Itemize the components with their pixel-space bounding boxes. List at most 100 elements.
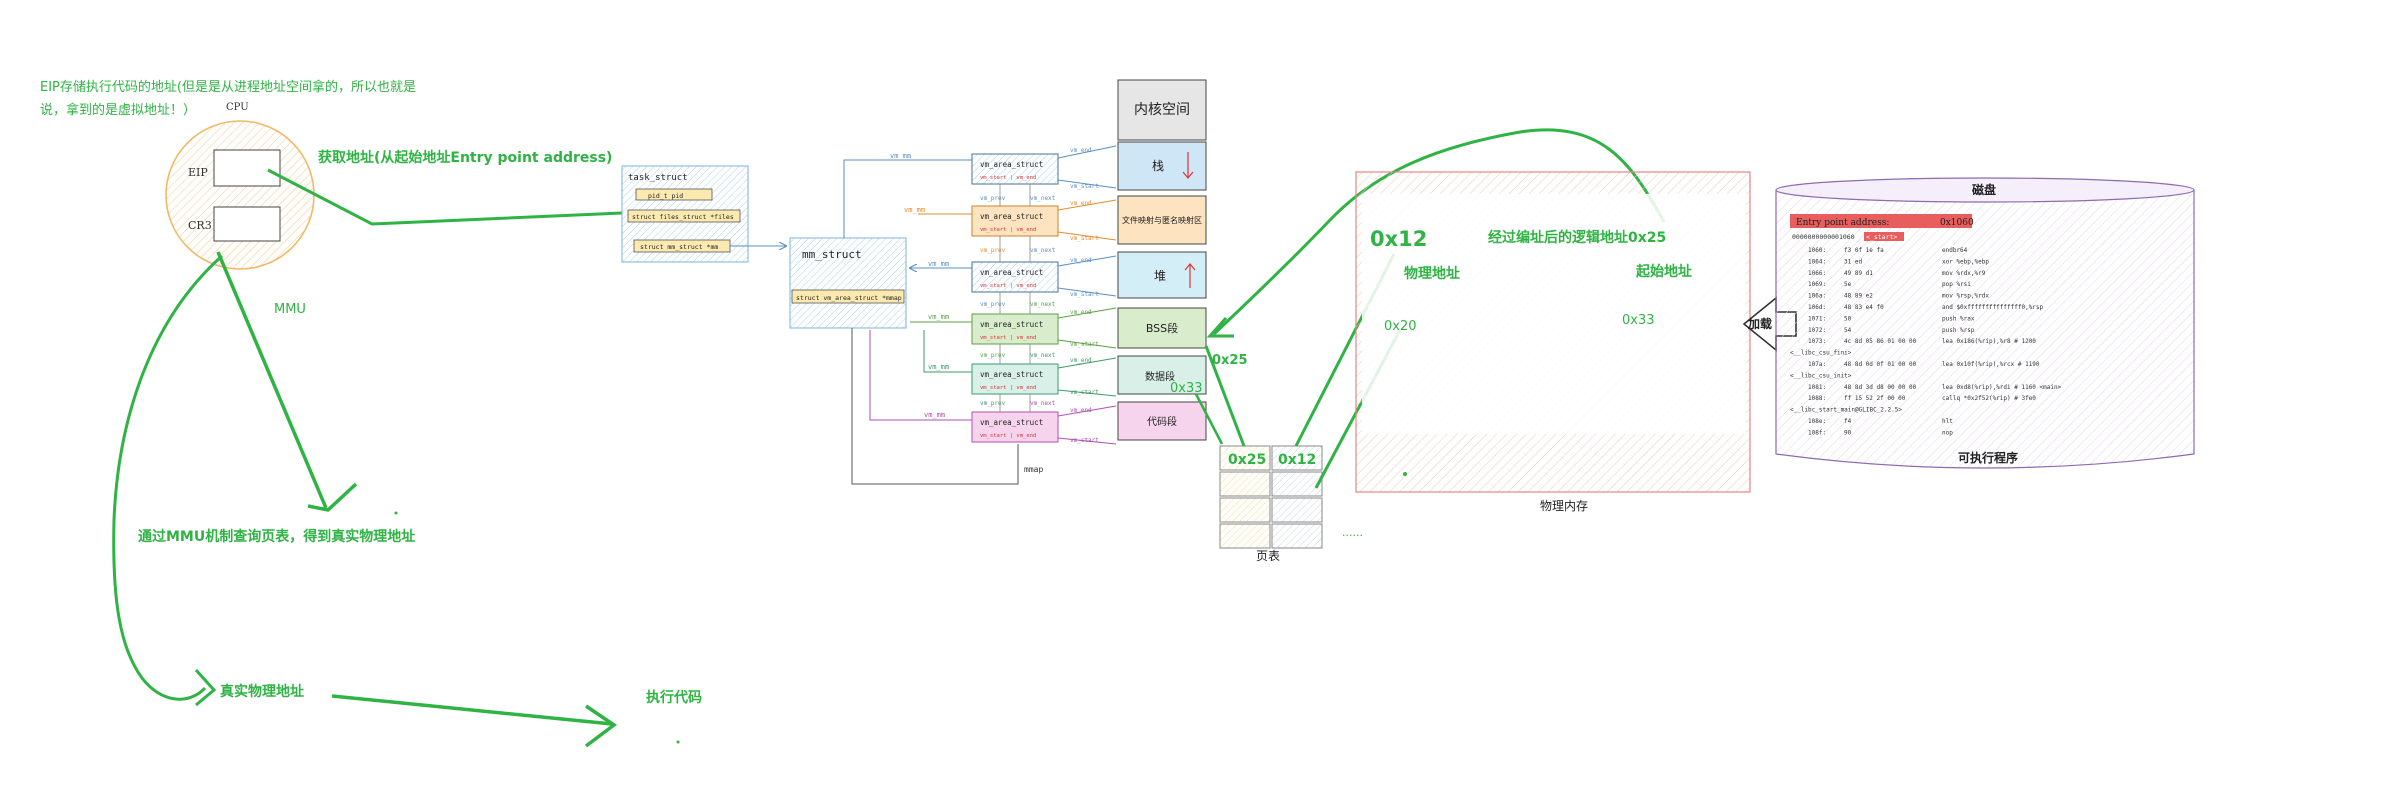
asm-bytes: 90 <box>1844 429 1852 436</box>
asm-bytes: 49 89 d1 <box>1844 270 1873 277</box>
seg-link-5 <box>1057 357 1117 397</box>
vm-end-label-2: vm_end <box>1070 200 1092 207</box>
segment-stack-label: 栈 <box>1152 158 1164 173</box>
asm-address: 1088: <box>1808 395 1826 402</box>
vm-prev-label-1: vm_prev <box>980 195 1006 202</box>
segment-mmap-label: 文件映射与匿名映射区 <box>1122 215 1202 225</box>
cr3-register <box>213 206 281 242</box>
vm-prev-label-2: vm_prev <box>980 247 1006 254</box>
vm-mm-label-6: vm_mm <box>924 411 945 419</box>
curve-arrow-head <box>194 668 217 707</box>
vm-area-sub: vm_start | vm_end <box>980 283 1036 289</box>
phys-0x12-label: 0x12 <box>1370 227 1427 251</box>
disk-title: 磁盘 <box>1971 182 1996 197</box>
segment-kernel-label: 内核空间 <box>1134 102 1190 118</box>
vm-end-label-6: vm_end <box>1070 407 1092 414</box>
asm-bytes: 48 83 e4 f0 <box>1844 304 1884 311</box>
vm-prev-label-3: vm_prev <box>980 301 1006 308</box>
dot-marker <box>394 511 398 515</box>
logic-address-label: 经过编址后的逻辑地址0x25 <box>1488 229 1666 246</box>
vm-start-label-3: vm_start <box>1070 291 1099 298</box>
vm-end-label-4: vm_end <box>1070 309 1092 316</box>
mm-row-mmap-text: struct vm_area_struct *mmap <box>796 294 902 302</box>
get-address-label: 获取地址(从起始地址Entry point address) <box>318 149 612 166</box>
vm-area-title: vm_area_struct <box>980 160 1043 169</box>
heap-up-arrow <box>1184 263 1196 288</box>
data-to-page-line <box>1194 393 1224 445</box>
task-row-files <box>627 209 741 223</box>
seg-link-4 <box>1057 307 1117 349</box>
seg-link-1 <box>1057 145 1117 189</box>
asm-address: 1064: <box>1808 258 1826 265</box>
page-table <box>1219 445 1323 549</box>
segment-heap-label: 堆 <box>1154 269 1166 283</box>
vm-area-title: vm_area_struct <box>980 268 1043 277</box>
asm-instruction: nop <box>1942 429 1953 436</box>
asm-address: 106d: <box>1808 304 1826 311</box>
asm-address: 107a: <box>1808 361 1826 368</box>
asm-main-tag: <_start> <box>1866 233 1897 241</box>
eip-to-taskstruct-line <box>267 168 623 226</box>
task-row-pid-text: pid_t pid <box>648 192 683 200</box>
segment-bss <box>1117 307 1207 349</box>
asm-bytes: 48 89 e2 <box>1844 293 1873 300</box>
vm-end-label-1: vm_end <box>1070 147 1092 154</box>
vm-next-label-5: vm_next <box>1030 400 1056 407</box>
address-0x33-label: 0x33 <box>1170 381 1203 396</box>
phys-to-bss-arrow <box>1212 128 1666 336</box>
cr3-register-label: CR3 <box>188 219 212 232</box>
segment-heap <box>1117 251 1207 299</box>
mmu-lookup-label: 通过MMU机制查询页表，得到真实物理地址 <box>138 528 415 545</box>
asm-instruction: lea 0x10f(%rip),%rcx # 1190 <box>1942 361 2040 368</box>
asm-address: 108f: <box>1808 429 1826 436</box>
asm-main-tag-bg <box>1864 232 1904 241</box>
vm-area-4: vm_area_struct vm_start | vm_end <box>971 313 1059 345</box>
mm-row-mmap <box>791 289 905 304</box>
load-label: 加载 <box>1747 316 1772 331</box>
entry-point-bar <box>1790 214 1972 228</box>
asm-address: 1060: <box>1808 247 1826 254</box>
mmu-arrow-head <box>307 482 358 512</box>
asm-bytes: f4 <box>1844 418 1852 425</box>
dot-marker-2 <box>676 740 680 744</box>
vm-mm-label-4: vm_mm <box>928 313 949 321</box>
task-row-mm-text: struct mm_struct *mm <box>640 243 718 251</box>
vm-end-label-3: vm_end <box>1070 257 1092 264</box>
asm-instruction: mov %rsp,%rdx <box>1942 293 1989 300</box>
segment-data-label: 数据段 <box>1145 370 1175 383</box>
task-row-pid <box>635 188 713 201</box>
vm-next-label-3: vm_next <box>1030 301 1056 308</box>
asm-instruction: and $0xfffffffffffffff0,%rsp <box>1942 304 2044 311</box>
vm-next-label-2: vm_next <box>1030 247 1056 254</box>
asm-bytes: 50 <box>1844 315 1852 322</box>
asm-address: 1069: <box>1808 281 1826 288</box>
execute-arrow-head <box>584 704 618 748</box>
asm-address: 1072: <box>1808 327 1826 334</box>
mmap-label: mmap <box>1024 465 1043 474</box>
vm-area-5: vm_area_struct vm_start | vm_end <box>971 363 1059 395</box>
asm-address: 1073: <box>1808 338 1826 345</box>
page-table-label: 页表 <box>1256 549 1280 563</box>
vm-area-title: vm_area_struct <box>980 370 1043 379</box>
eip-note-line2: 说，拿到的是虚拟地址！） <box>40 102 196 118</box>
asm-address: 106a: <box>1808 293 1826 300</box>
seg-link-6 <box>1057 405 1117 445</box>
entry-point-value: 0x1060 <box>1940 218 1974 228</box>
vm-mm-label-1: vm_mm <box>890 152 911 160</box>
vm-mm-label-5: vm_mm <box>928 363 949 371</box>
asm-instruction: mov %rdx,%r9 <box>1942 270 1986 277</box>
vm-arrow-6 <box>869 330 972 421</box>
vm-area-sub: vm_start | vm_end <box>980 175 1036 181</box>
vm-next-label-1: vm_next <box>1030 195 1056 202</box>
asm-instruction: lea 0xd8(%rip),%rdi # 1160 <main> <box>1942 384 2062 391</box>
disk-top <box>1775 177 2195 203</box>
phys-address-label: 物理地址 <box>1404 265 1460 282</box>
disk-caption: 可执行程序 <box>1958 450 2018 465</box>
segment-code-label: 代码段 <box>1147 415 1177 428</box>
asm-instruction: callq *0x2f52(%rip) # 3fe0 <box>1942 395 2036 402</box>
asm-instruction: push %rsp <box>1942 327 1975 334</box>
vm-start-label-6: vm_start <box>1070 437 1099 444</box>
segment-code <box>1117 401 1207 441</box>
segment-mmap <box>1117 195 1207 245</box>
